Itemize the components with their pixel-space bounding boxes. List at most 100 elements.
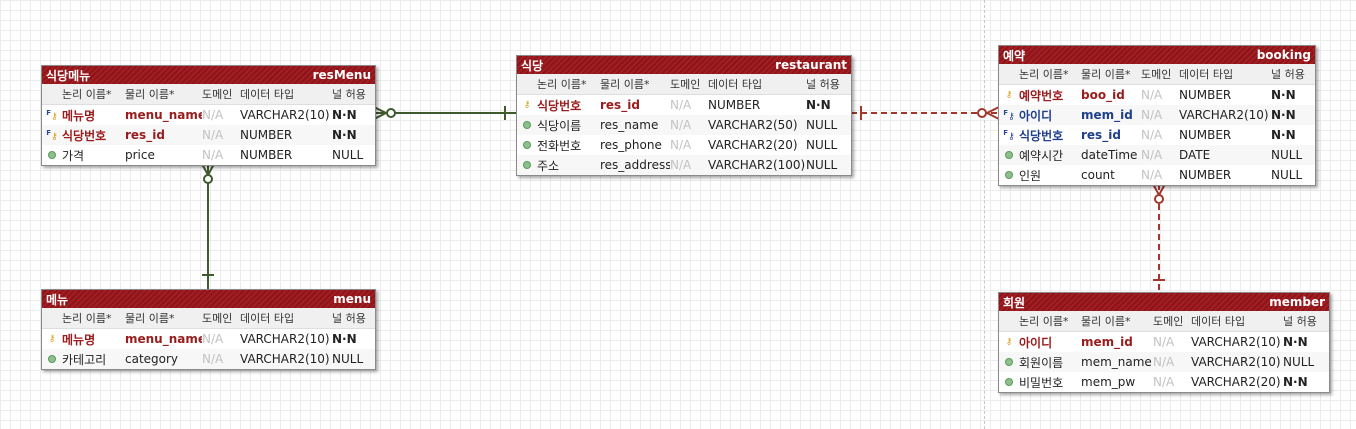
- attribute-nullable: N·N: [1271, 108, 1296, 122]
- primary-key-icon: ⚷: [48, 334, 56, 344]
- attribute-domain: N/A: [202, 128, 224, 142]
- attribute-physical-name: res_id: [125, 128, 165, 142]
- attribute-physical-name: price: [125, 148, 155, 162]
- attribute-physical-name: mem_id: [1081, 108, 1133, 122]
- attribute-datatype: NUMBER: [240, 128, 293, 142]
- attribute-physical-name: menu_name: [125, 332, 202, 346]
- attribute-dot-icon: [42, 151, 62, 159]
- attribute-domain: N/A: [1153, 375, 1175, 389]
- attribute-domain: N/A: [1141, 128, 1163, 142]
- entity-header[interactable]: 식당메뉴 resMenu: [42, 66, 375, 84]
- attribute-domain: N/A: [670, 158, 692, 172]
- primary-key-icon: ⚷: [523, 100, 531, 110]
- attribute-nullable: NULL: [1271, 168, 1303, 182]
- attribute-nullable: NULL: [1271, 148, 1303, 162]
- entity-logical-name: 회원: [1003, 295, 1026, 310]
- attribute-physical-name: menu_name: [125, 108, 202, 122]
- col-header-nullable: 널 허용: [332, 88, 366, 101]
- attribute-logical-name: 예약번호: [1019, 88, 1064, 103]
- attribute-physical-name: category: [125, 352, 179, 366]
- attribute-datatype: VARCHAR2(10): [240, 108, 330, 122]
- attribute-nullable: NULL: [806, 158, 838, 172]
- attribute-nullable: N·N: [1271, 128, 1296, 142]
- attribute-domain: N/A: [670, 98, 692, 112]
- attribute-dot-icon: [517, 121, 537, 129]
- col-header-logical: 논리 이름*: [1019, 315, 1069, 328]
- col-header-domain: 도메인: [1153, 315, 1184, 328]
- attribute-logical-name: 인원: [1019, 168, 1042, 183]
- col-header-nullable: 널 허용: [806, 78, 840, 91]
- primary-foreign-key-icon: F⚷: [46, 108, 58, 122]
- col-header-nullable: 널 허용: [1283, 315, 1317, 328]
- attribute-nullable: NULL: [806, 138, 838, 152]
- col-header-logical: 논리 이름*: [62, 312, 112, 325]
- attribute-physical-name: res_id: [1081, 128, 1121, 142]
- attribute-domain: N/A: [1153, 355, 1175, 369]
- attribute-nullable: N·N: [332, 332, 357, 346]
- attribute-datatype: NUMBER: [1179, 88, 1232, 102]
- attribute-domain: N/A: [202, 332, 224, 346]
- attribute-dot-icon: [517, 141, 537, 149]
- rel-member-booking: [1152, 183, 1166, 293]
- attribute-nullable: N·N: [332, 128, 357, 142]
- attribute-datatype: VARCHAR2(10): [240, 332, 330, 346]
- attribute-nullable: NULL: [332, 352, 364, 366]
- rel-restaurant-resmenu: [373, 106, 517, 120]
- attribute-domain: N/A: [670, 118, 692, 132]
- col-header-domain: 도메인: [202, 312, 233, 325]
- attribute-domain: N/A: [202, 148, 224, 162]
- foreign-key-icon: F⚷: [1003, 128, 1015, 142]
- col-header-domain: 도메인: [202, 88, 233, 101]
- rel-menu-resmenu: [201, 163, 215, 289]
- col-header-datatype: 데이터 타입: [240, 88, 295, 101]
- entity-physical-name: resMenu: [312, 68, 371, 82]
- attribute-domain: N/A: [670, 138, 692, 152]
- attribute-datatype: VARCHAR2(20): [708, 138, 798, 152]
- attribute-dot-icon: [42, 355, 62, 363]
- attribute-nullable: N·N: [332, 108, 357, 122]
- attribute-datatype: VARCHAR2(10): [1191, 355, 1281, 369]
- attribute-physical-name: res_name: [600, 118, 659, 132]
- entity-physical-name: restaurant: [775, 58, 847, 72]
- attribute-physical-name: boo_id: [1081, 88, 1125, 102]
- col-header-datatype: 데이터 타입: [1191, 315, 1246, 328]
- primary-key-icon: ⚷: [1005, 90, 1013, 100]
- attribute-physical-name: dateTime: [1081, 148, 1138, 162]
- col-header-domain: 도메인: [1141, 68, 1172, 81]
- attribute-datatype: VARCHAR2(50): [708, 118, 798, 132]
- entity-logical-name: 메뉴: [46, 292, 69, 307]
- attribute-physical-name: mem_name: [1081, 355, 1152, 369]
- canvas-separator: [984, 0, 985, 429]
- entity-logical-name: 식당메뉴: [46, 68, 91, 83]
